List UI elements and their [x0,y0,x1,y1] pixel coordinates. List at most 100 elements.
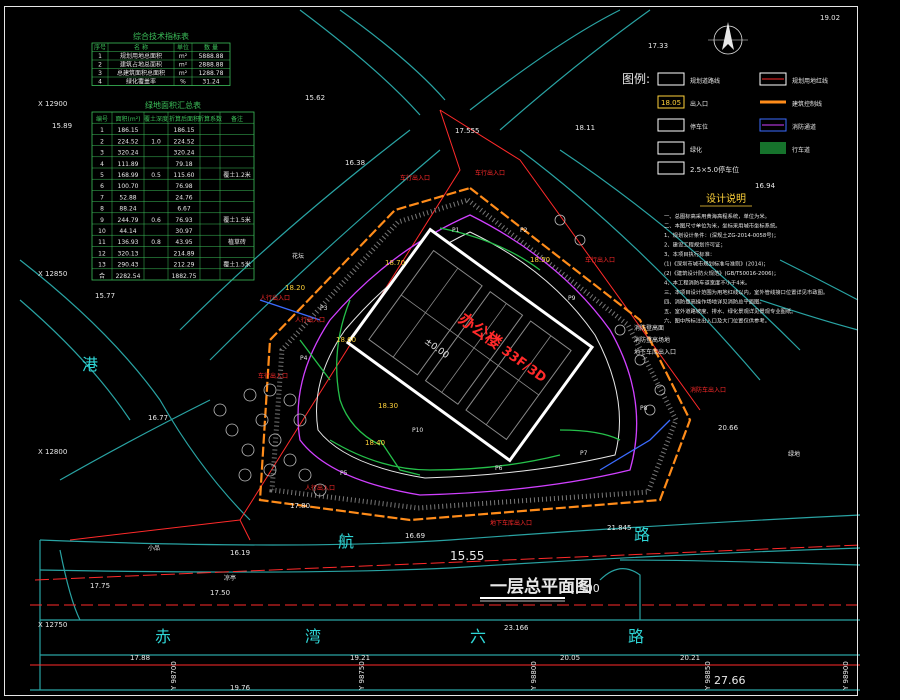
elevation: 18.70 [385,259,405,267]
drawing-title: 一层总平面图 1:500 [480,576,600,602]
table-cell: 8 [100,206,104,213]
trees [213,214,666,497]
coord-x: X 12800 [38,448,67,456]
parking-labels: P1 P2 P3 P4 P5 P6 P7 P8 P9 P10 [300,227,648,477]
table-header-cell: 折算后面积 [169,115,199,123]
parking-label: P5 [340,470,348,477]
parking-label: P4 [300,355,308,362]
side-note: 地下车库出入口 [634,348,676,356]
table-cell: m² [179,53,188,60]
table-header-cell: 序号 [94,43,106,51]
entrance-label: 车行出入口 [258,372,288,380]
table-cell: 3 [100,150,104,157]
legend-swatch [657,141,685,155]
table-header-cell: 备注 [231,115,243,123]
legend-swatch [657,72,685,86]
table-cell: 52.88 [119,194,136,201]
table-cell: 3 [98,70,102,77]
table-cell: 5 [100,172,104,179]
green-landscape [299,227,621,476]
table-cell: 224.52 [174,138,195,145]
elevation: 18.11 [575,124,595,132]
coord-x: X 12900 [38,100,67,108]
legend-swatch [760,142,786,154]
note-line: 一、总图标高采用黄海高程系统，单位为米。 [664,212,770,220]
elevation: 20.21 [680,654,700,662]
side-note: 消防登高面 [634,324,664,332]
road-name-left: 港 [82,355,98,374]
table-cell: % [180,78,186,85]
table-cell: 覆土1.2米 [223,171,251,179]
road-name-char: 航 [338,532,354,551]
table-cell: 2888.88 [199,61,224,68]
legend-item: 消防通道 [792,123,816,131]
elevation: 23.166 [504,624,529,632]
entrance-labels: 车行出入口 车行出入口 车行出入口 人行出入口 人行出入口 车行出入口 人行出入… [258,169,726,527]
table-cell: 214.89 [174,250,195,257]
table-cell: 4 [98,78,102,85]
legend-swatch [759,118,787,132]
table-cell: 31.24 [202,78,219,85]
elevation: 16.69 [405,532,425,540]
note-line: 2、建设工程规划许可证； [664,241,726,249]
note-line: (1)《深圳市城市规划标准与准则》(2014)； [664,260,769,268]
drawing-scale: 1:500 [568,582,600,595]
entrance-label: 车行出入口 [585,256,615,264]
entrance-label: 车行出入口 [400,174,430,182]
legend-item: 2.5×5.0停车位 [690,165,739,174]
road-name-char: 路 [634,525,650,544]
table-cell: 10 [98,228,106,235]
elevation: 16.19 [230,549,250,557]
note-line: 六、图中所标注出入口及大门位置仅供参考。 [664,317,770,325]
elevation: 20.66 [718,424,739,432]
internal-roads [259,214,671,496]
table-cell: 0.5 [151,172,161,179]
legend-swatch [657,161,685,175]
main-building[interactable]: 办公楼 33F/3D ±0.00 [345,227,595,463]
elevation: 16.94 [755,182,776,190]
misc-label: 小品 [148,544,160,552]
table-cell: 覆土1.5米 [223,261,251,269]
table-header-cell: 单位 [177,43,189,51]
table-cell: 7 [100,194,104,201]
coord-x: X 12850 [38,270,67,278]
parking-label: P2 [520,227,528,234]
table-cell: 6 [100,183,104,190]
side-note: 消防登高场地 [634,336,670,344]
entrance-label: 地下车库出入口 [490,519,532,527]
table-cell: 2282.54 [116,273,141,280]
parking-label: P7 [580,450,588,457]
coord-y: Y 98850 [704,661,712,691]
table-cell: 9 [100,217,104,224]
table-cell: 合 [99,272,105,280]
table-cell: 11 [98,239,106,246]
note-line: (2)《建筑设计防火规范》(GB/T50016-2006)； [664,269,779,277]
note-line: 4、本工程消防车道宽度不小于4米。 [664,279,750,287]
table2-title: 绿地面积汇总表 [145,100,201,110]
green-area-label: 绿地 [788,450,800,458]
drawing-title-text: 一层总平面图 [490,576,592,597]
table-cell: 0.6 [151,217,161,224]
design-notes: 设计说明 一、总图标高采用黄海高程系统，单位为米。二、本图尺寸单位为米，坐标采用… [664,192,828,325]
table-cell: 5888.88 [199,53,224,60]
table-cell: 320.24 [174,150,195,157]
parking-label: P6 [495,465,503,472]
legend-swatch [759,72,787,86]
table-cell: 320.24 [118,150,139,157]
table-cell: 76.93 [175,217,192,224]
table-cell: m² [179,61,188,68]
table-cell: 224.52 [118,138,139,145]
elevation-labels: 17.555 16.38 15.62 18.70 18.50 18.20 18.… [52,14,840,692]
legend-item: 建筑控制线 [792,100,822,108]
coord-y: Y 98700 [170,661,178,691]
elevation: 17.555 [455,127,480,135]
road-name-char: 六 [470,627,486,646]
table-cell: 115.60 [174,172,195,179]
table-cell: 186.15 [118,127,139,134]
elevation: 16.38 [345,159,365,167]
table-cell: 13 [98,262,106,269]
elevation: 18.50 [530,256,550,264]
table-cell: 覆土1.5米 [223,216,251,224]
